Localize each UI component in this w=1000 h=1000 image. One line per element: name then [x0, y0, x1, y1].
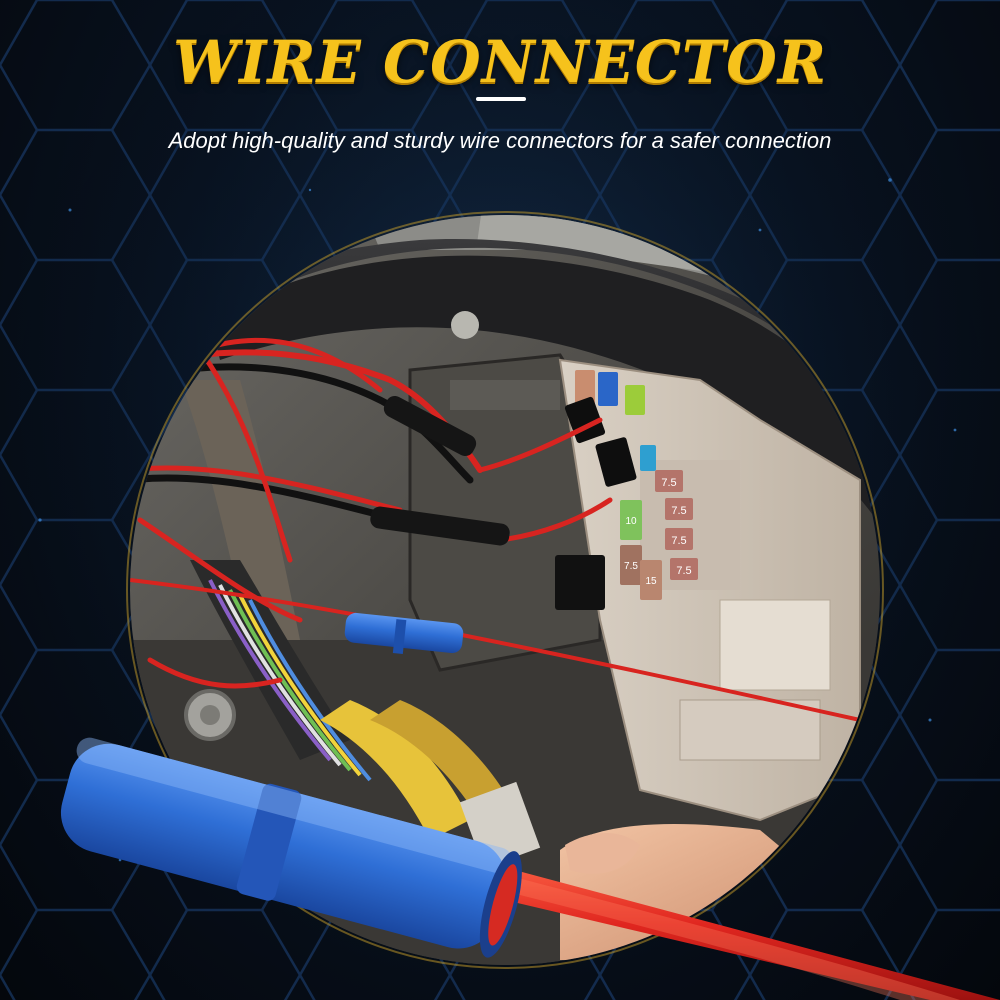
fuse-label-4: 7.5 — [676, 565, 691, 577]
title-divider — [476, 97, 526, 101]
fuse-label-6: 15 — [645, 576, 657, 587]
page-subtitle: Adopt high-quality and sturdy wire conne… — [168, 128, 832, 153]
large-blue-butt-connector — [60, 737, 522, 958]
large-red-wire — [420, 850, 1000, 1000]
small-blue-butt-connector — [344, 612, 464, 654]
photo-frame-ring — [126, 211, 884, 969]
fuse-array: 7.5 7.5 7.5 7.5 10 15 7.5 — [575, 370, 698, 600]
fuse-label-7: 7.5 — [624, 561, 638, 572]
fuse-label-2: 7.5 — [671, 505, 686, 517]
fuse-label-5: 10 — [625, 516, 637, 527]
fuse-label-3: 7.5 — [671, 535, 686, 547]
page-title: WIRE CONNECTOR — [173, 28, 827, 96]
fuse-label-1: 7.5 — [661, 477, 676, 489]
